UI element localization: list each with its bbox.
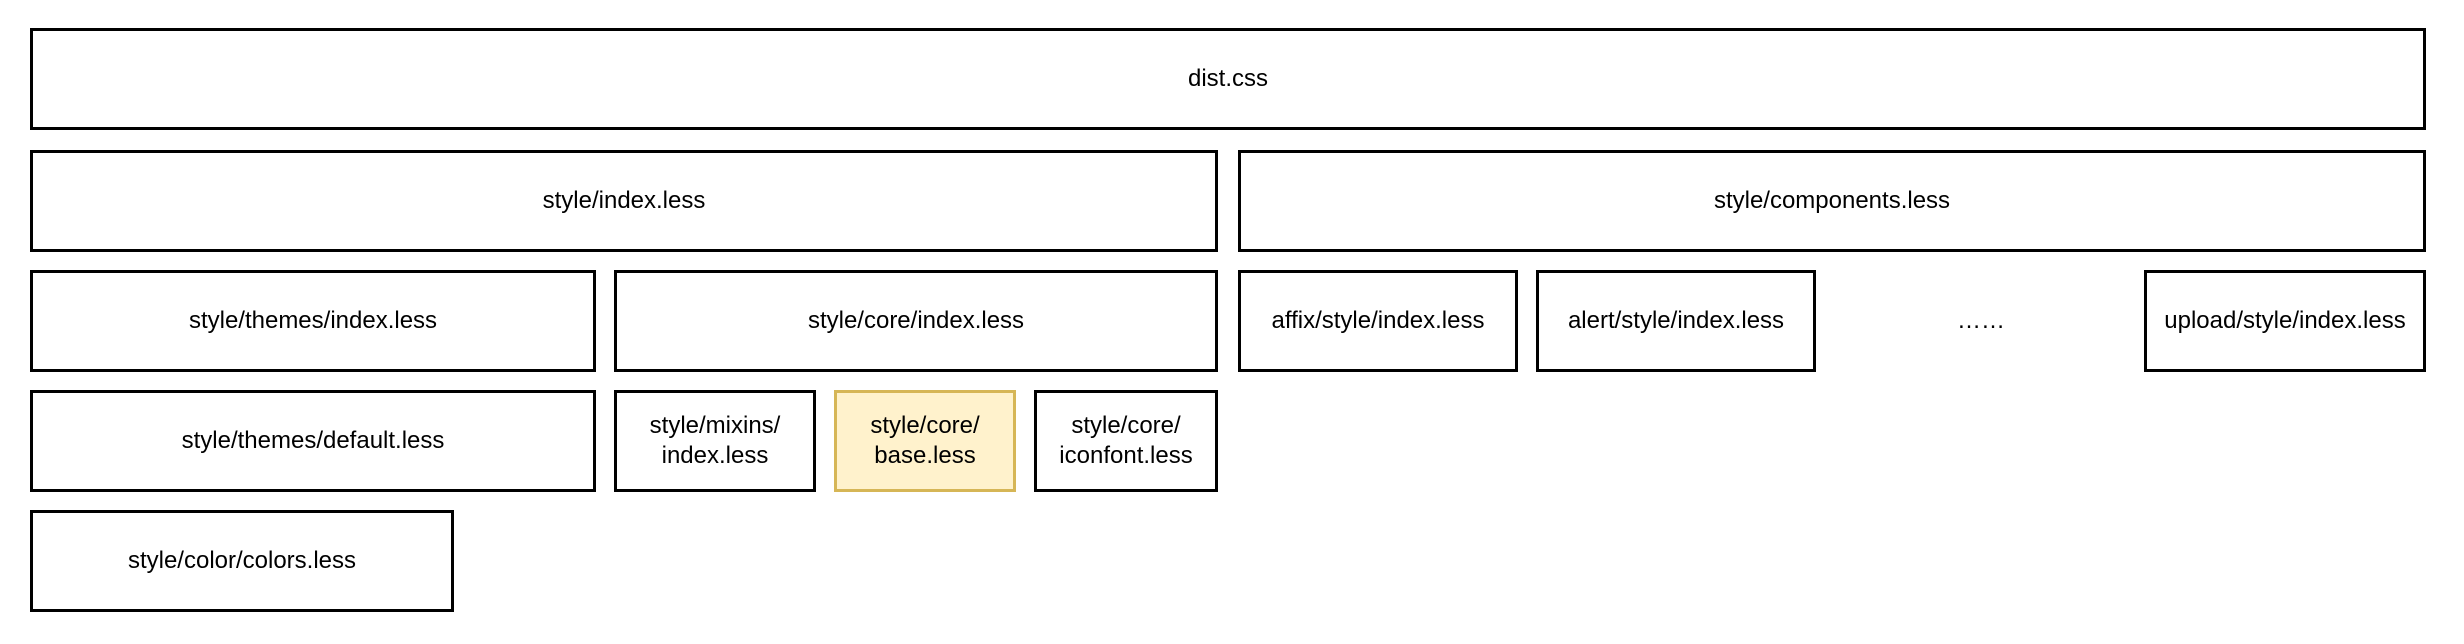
node-upload-style-index: upload/style/index.less [2144, 270, 2426, 372]
node-style-core-base: style/core/ base.less [834, 390, 1016, 492]
node-style-mixins-index: style/mixins/ index.less [614, 390, 816, 492]
node-style-index: style/index.less [30, 150, 1218, 252]
node-alert-style-index: alert/style/index.less [1536, 270, 1816, 372]
node-style-color-colors: style/color/colors.less [30, 510, 454, 612]
node-dist-css: dist.css [30, 28, 2426, 130]
node-style-components: style/components.less [1238, 150, 2426, 252]
node-style-themes-default: style/themes/default.less [30, 390, 596, 492]
node-style-core-index: style/core/index.less [614, 270, 1218, 372]
node-ellipsis: …… [1957, 307, 2005, 334]
node-style-themes-index: style/themes/index.less [30, 270, 596, 372]
node-style-core-iconfont: style/core/ iconfont.less [1034, 390, 1218, 492]
node-affix-style-index: affix/style/index.less [1238, 270, 1518, 372]
